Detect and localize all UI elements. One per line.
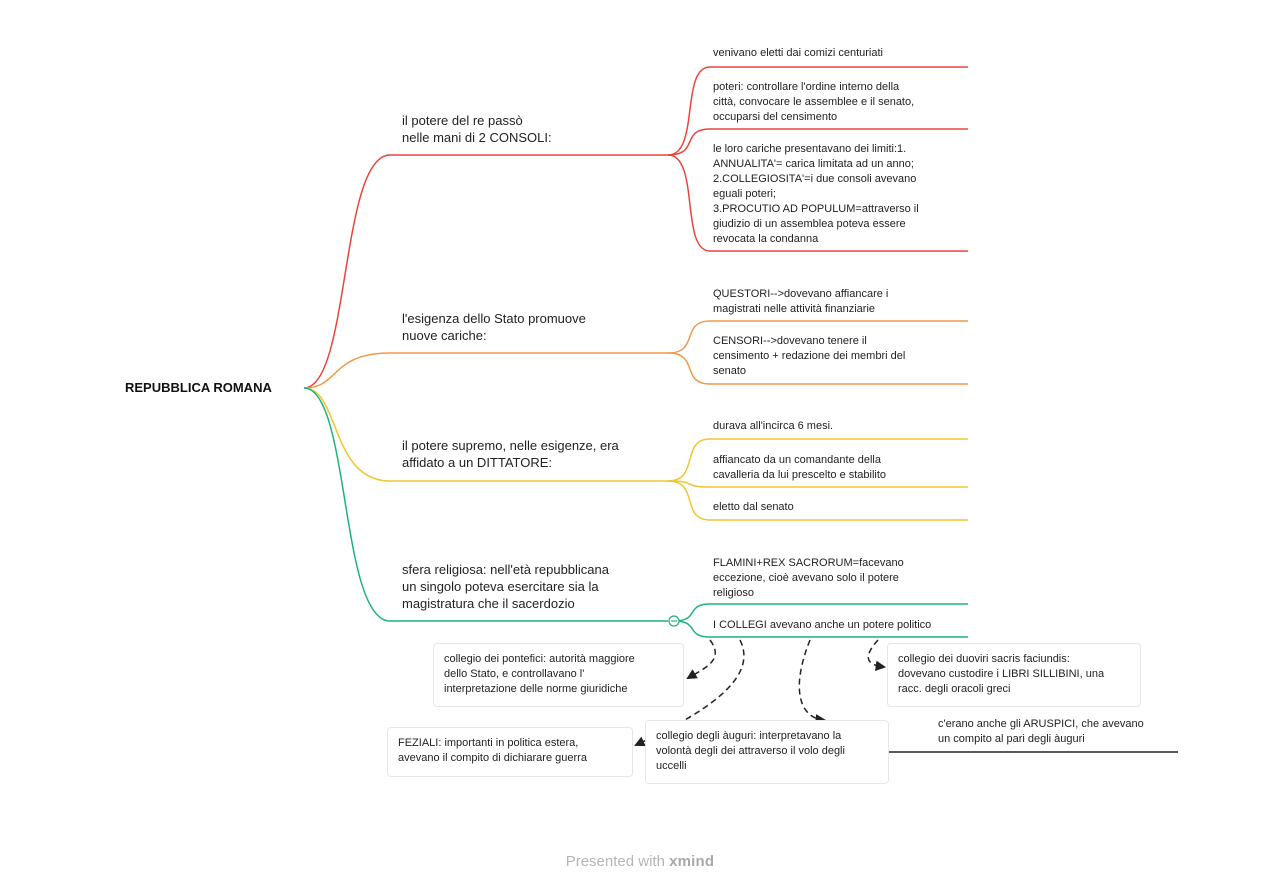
connector-root-nuove-cariche bbox=[303, 352, 391, 389]
topic-questori[interactable]: QUESTORI-->dovevano affiancare i magistr… bbox=[713, 288, 889, 315]
relation-arrow-auguri bbox=[798, 639, 827, 725]
topic-dittatore-durata[interactable]: durava all'incirca 6 mesi. bbox=[713, 420, 834, 432]
topic-aruspici[interactable]: c'erano anche gli ARUSPICI, che avevano … bbox=[938, 718, 1144, 745]
connector-religiosa-2 bbox=[673, 620, 968, 638]
connector-root-religiosa bbox=[303, 387, 391, 622]
branch-dittatore[interactable]: il potere supremo, nelle esigenze, era a… bbox=[402, 438, 619, 470]
topic-consoli-poteri[interactable]: poteri: controllare l'ordine interno del… bbox=[713, 81, 915, 123]
floating-topic-feziali[interactable]: FEZIALI: importanti in politica estera, … bbox=[387, 727, 633, 777]
relation-arrow-duoviri bbox=[867, 639, 887, 672]
connector-dittatore-2 bbox=[667, 480, 968, 488]
collapse-toggle-icon[interactable] bbox=[668, 615, 680, 627]
connector-dittatore-1 bbox=[667, 438, 968, 482]
connector-cariche-1 bbox=[667, 320, 968, 354]
presented-with-footer: Presented with xmind bbox=[0, 853, 1280, 870]
topic-dittatore-elezione[interactable]: eletto dal senato bbox=[713, 501, 794, 513]
connector-dittatore-3 bbox=[667, 480, 968, 521]
relation-arrow-pontefici bbox=[686, 639, 716, 680]
connector-root-consoli bbox=[303, 154, 391, 389]
floating-topic-pontefici[interactable]: collegio dei pontefici: autorità maggior… bbox=[433, 643, 684, 707]
xmind-logo[interactable]: xmind bbox=[669, 853, 715, 870]
topic-consoli-elezione[interactable]: venivano eletti dai comizi centuriati bbox=[713, 47, 883, 59]
topic-flamini[interactable]: FLAMINI+REX SACRORUM=facevano eccezione,… bbox=[713, 557, 904, 599]
topic-dittatore-comandante[interactable]: affiancato da un comandante della cavall… bbox=[713, 454, 887, 481]
connector-consoli-1 bbox=[667, 66, 968, 156]
relation-arrow-feziali bbox=[634, 639, 745, 747]
root-topic[interactable]: REPUBBLICA ROMANA bbox=[125, 380, 272, 395]
floating-topic-duoviri[interactable]: collegio dei duoviri sacris faciundis: d… bbox=[887, 643, 1141, 707]
topic-censori[interactable]: CENSORI-->dovevano tenere il censimento … bbox=[713, 335, 906, 377]
floating-topic-auguri[interactable]: collegio degli àuguri: interpretavano la… bbox=[645, 720, 889, 784]
connector-religiosa-1 bbox=[673, 603, 968, 622]
connector-consoli-3 bbox=[667, 154, 968, 252]
connector-cariche-2 bbox=[667, 352, 968, 385]
topic-consoli-limiti[interactable]: le loro cariche presentavano dei limiti:… bbox=[713, 143, 919, 245]
branch-consoli[interactable]: il potere del re passò nelle mani di 2 C… bbox=[402, 113, 552, 145]
branch-nuove-cariche[interactable]: l'esigenza dello Stato promuove nuove ca… bbox=[402, 311, 586, 343]
footer-prefix: Presented with bbox=[565, 853, 670, 870]
connector-root-dittatore bbox=[303, 387, 391, 482]
branch-sfera-religiosa[interactable]: sfera religiosa: nell'età repubblicana u… bbox=[402, 562, 609, 611]
topic-collegi[interactable]: I COLLEGI avevano anche un potere politi… bbox=[713, 619, 932, 631]
connector-consoli-2 bbox=[667, 128, 968, 156]
